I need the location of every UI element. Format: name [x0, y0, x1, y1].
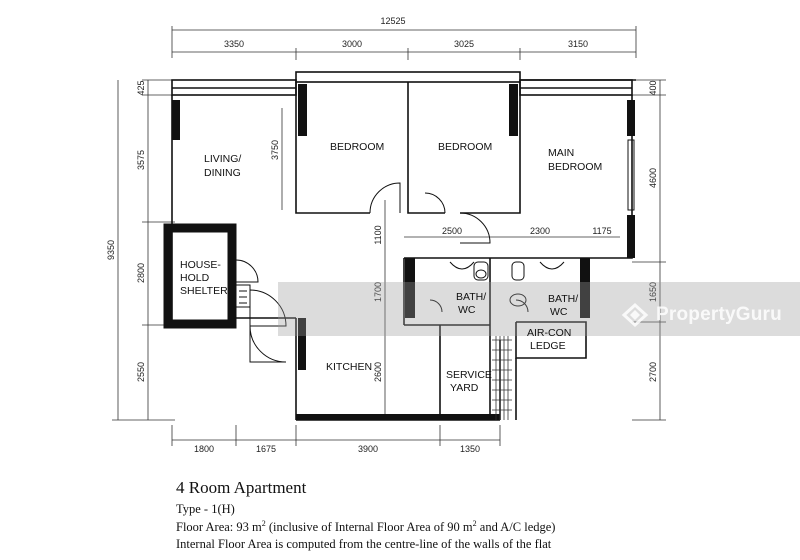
floor-area-line: Floor Area: 93 m2 (inclusive of Internal…	[176, 519, 555, 535]
dim-top-1: 3350	[224, 39, 244, 49]
label-aircon-1: AIR-CON	[527, 327, 571, 339]
label-main-bedroom-1: MAIN	[548, 147, 574, 159]
dim-bath-height: 1700	[373, 282, 383, 302]
dim-corridor-right: 1175	[592, 226, 611, 236]
dim-right-1: 400	[648, 80, 658, 95]
dim-overall-width: 12525	[380, 16, 405, 26]
watermark-text: PropertyGuru	[656, 304, 782, 325]
dim-bottom-4: 1350	[460, 444, 480, 454]
room-labels: LIVING/ DINING BEDROOM BEDROOM MAIN BEDR…	[180, 141, 602, 394]
floor-area-suffix: and A/C ledge)	[476, 520, 556, 535]
label-shelter-3: SHELTER	[180, 285, 228, 297]
sanitary-fixtures	[449, 261, 565, 307]
label-service-2: YARD	[450, 382, 479, 394]
structural-walls	[172, 84, 635, 420]
label-living-1: LIVING/	[204, 153, 241, 165]
dim-bottom-3: 3900	[358, 444, 378, 454]
dim-corridor-top: 2500	[442, 226, 462, 236]
label-bath1-2: WC	[458, 304, 476, 316]
dim-left-1: 425	[136, 80, 146, 95]
walls	[171, 71, 636, 421]
floor-area-mid: (inclusive of Internal Floor Area of 90 …	[265, 520, 473, 535]
floor-area-sup-2: 2	[472, 519, 477, 528]
propertyguru-logo-icon	[621, 302, 649, 328]
dim-kitchen-depth: 2600	[373, 362, 383, 382]
dim-top-4: 3150	[568, 39, 588, 49]
dim-corridor-mid: 2300	[530, 226, 550, 236]
dim-left-3: 2800	[136, 263, 146, 283]
floor-area-note: Internal Floor Area is computed from the…	[176, 537, 552, 552]
label-main-bedroom-2: BEDROOM	[548, 161, 602, 173]
dim-left-4: 2550	[136, 362, 146, 382]
watermark-band	[278, 282, 800, 336]
watermark: PropertyGuru	[620, 302, 782, 328]
dim-living-depth: 3750	[270, 140, 280, 160]
floor-area-prefix: Floor Area: 93 m	[176, 520, 262, 535]
label-service-1: SERVICE	[446, 369, 492, 381]
floor-area-sup: 2	[261, 519, 266, 528]
dim-bottom-1: 1800	[194, 444, 214, 454]
dim-right-3: 1650	[648, 282, 658, 302]
dimension-labels: 12525 3350 3000 3025 3150 1800 1675 3900…	[106, 16, 658, 454]
label-bath1-1: BATH/	[456, 291, 486, 303]
label-bath2-2: WC	[550, 306, 568, 318]
household-shelter	[163, 223, 237, 329]
dim-bottom-2: 1675	[256, 444, 276, 454]
dim-door-gap: 1100	[373, 225, 383, 244]
dim-left-2: 3575	[136, 150, 146, 170]
label-bath2-1: BATH/	[548, 293, 578, 305]
dim-left-total: 9350	[106, 240, 116, 260]
main-bedroom-window	[627, 139, 635, 211]
plan-type: Type - 1(H)	[176, 502, 235, 516]
plan-caption: 4 Room Apartment Type - 1(H) Floor Area:…	[176, 478, 555, 554]
dim-right-2: 4600	[648, 168, 658, 188]
label-shelter-2: HOLD	[180, 272, 210, 284]
floor-plan: 12525 3350 3000 3025 3150 1800 1675 3900…	[106, 16, 800, 454]
service-yard-grating	[492, 336, 512, 420]
label-bedroom-2: BEDROOM	[438, 141, 492, 153]
dim-top-2: 3000	[342, 39, 362, 49]
plan-title: 4 Room Apartment	[176, 478, 307, 497]
label-aircon-2: LEDGE	[530, 340, 566, 352]
dimension-lines	[112, 26, 666, 446]
label-shelter-1: HOUSE-	[180, 259, 221, 271]
label-kitchen: KITCHEN	[326, 361, 372, 373]
dim-right-4: 2700	[648, 362, 658, 382]
dim-top-3: 3025	[454, 39, 474, 49]
label-living-2: DINING	[204, 167, 241, 179]
label-bedroom-1: BEDROOM	[330, 141, 384, 153]
